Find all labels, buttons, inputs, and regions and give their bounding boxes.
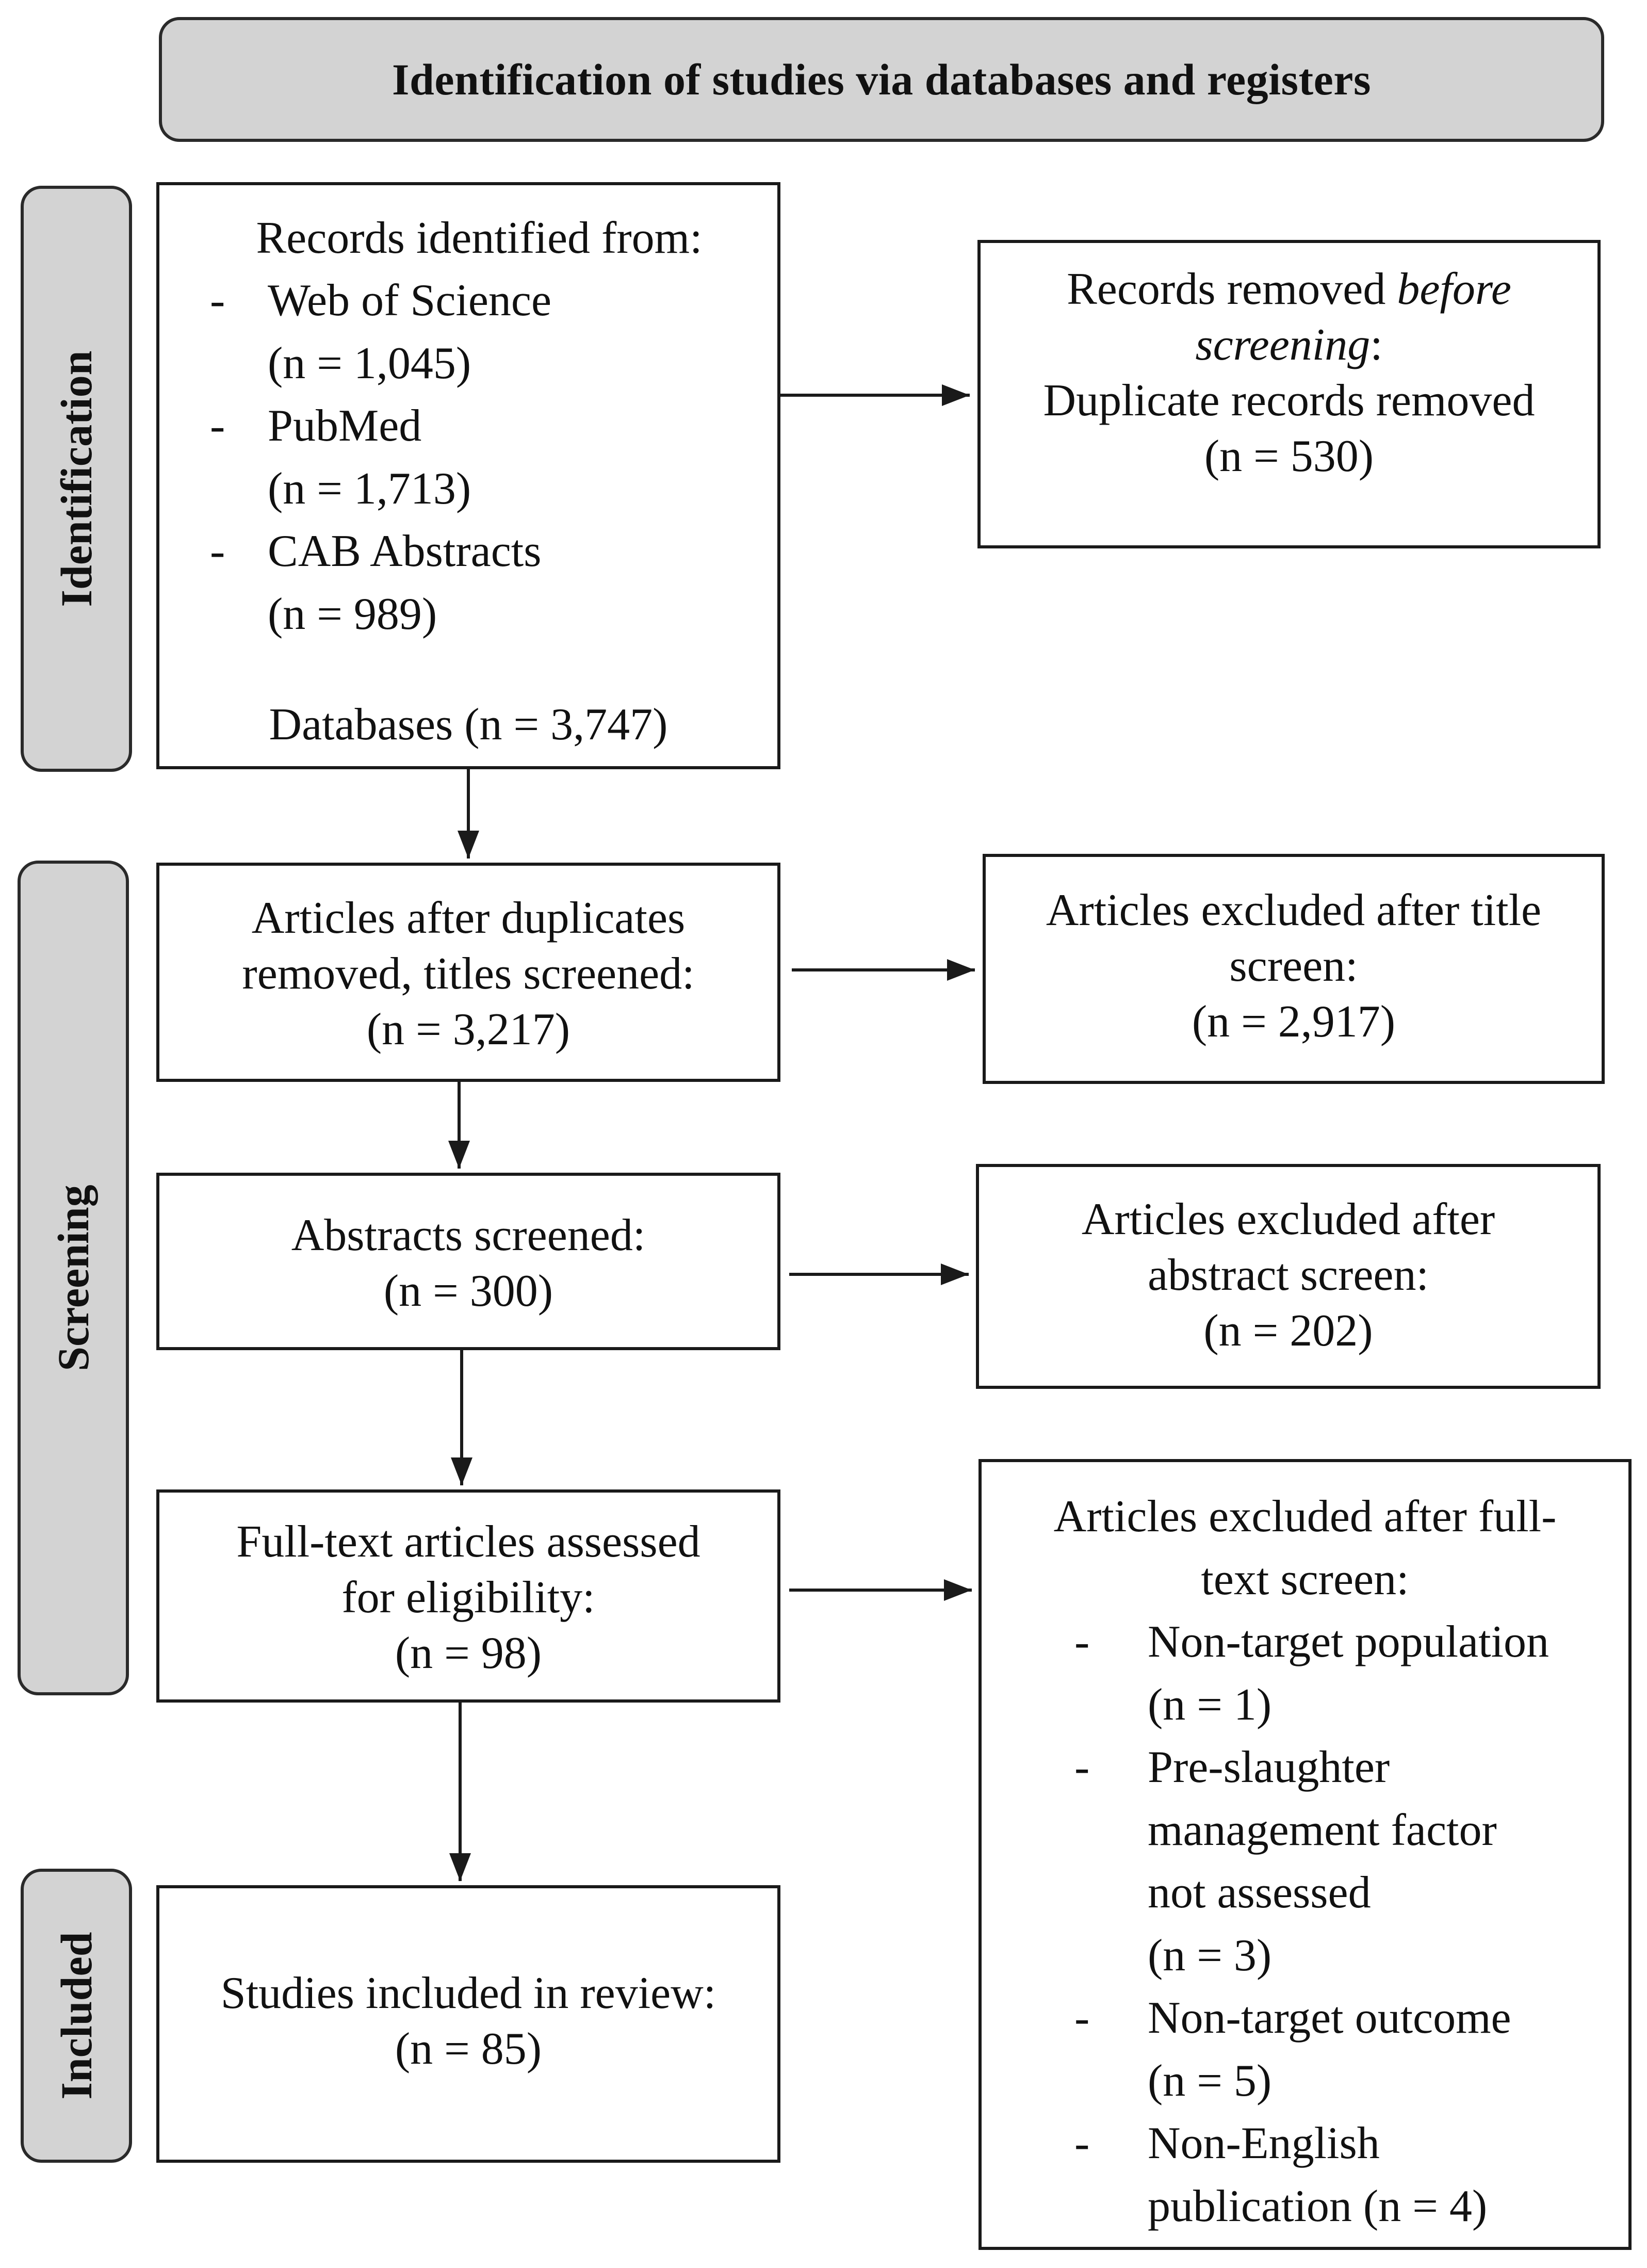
phase-screening: Screening (18, 861, 129, 1695)
reason-pre-slaughter: -Pre-slaughter (1074, 1742, 1390, 1792)
reason-non-english: -Non-English (1074, 2118, 1380, 2168)
abstracts-screened-count: (n = 300) (383, 1266, 553, 1316)
titles-screened-box: Articles after duplicates removed, title… (156, 863, 780, 1082)
records-identified-title: Records identified from: (256, 213, 703, 263)
phase-included: Included (21, 1869, 132, 2163)
source-pubmed: -PubMed (210, 401, 422, 451)
abstracts-screened-box: Abstracts screened: (n = 300) (156, 1173, 780, 1350)
source-pubmed-count: (n = 1,713) (268, 463, 471, 514)
title-excluded-box: Articles excluded after title screen: (n… (983, 854, 1605, 1084)
fulltext-excluded-title-line1: Articles excluded after full- (1053, 1492, 1557, 1542)
records-removed-line2: screening: (1195, 320, 1383, 370)
source-web-of-science-count: (n = 1,045) (268, 338, 471, 388)
source-web-of-science: -Web of Science (210, 276, 551, 326)
title-excluded-line2: screen: (1229, 941, 1358, 991)
fulltext-excluded-title-line2: text screen: (1201, 1554, 1409, 1605)
abstract-excluded-count: (n = 202) (1203, 1306, 1373, 1356)
identification-header: Identification of studies via databases … (159, 17, 1604, 142)
records-identified-box: Records identified from: -Web of Science… (156, 182, 780, 769)
abstracts-screened-line1: Abstracts screened: (291, 1210, 646, 1260)
abstract-excluded-box: Articles excluded after abstract screen:… (976, 1164, 1601, 1389)
title-excluded-count: (n = 2,917) (1192, 997, 1396, 1047)
fulltext-assessed-line1: Full-text articles assessed (236, 1517, 700, 1567)
phase-identification: Identification (21, 186, 132, 772)
titles-screened-line1: Articles after duplicates (251, 893, 686, 943)
source-cab-abstracts-count: (n = 989) (268, 589, 437, 639)
reason-non-target-outcome-count: (n = 5) (1148, 2055, 1272, 2106)
fulltext-assessed-count: (n = 98) (395, 1628, 542, 1678)
records-removed-box: Records removed before screening: Duplic… (977, 240, 1601, 548)
included-box: Studies included in review: (n = 85) (156, 1885, 780, 2163)
reason-non-target-population-count: (n = 1) (1148, 1679, 1272, 1730)
reason-non-target-population: -Non-target population (1074, 1617, 1549, 1667)
titles-screened-count: (n = 3,217) (366, 1005, 570, 1055)
abstract-excluded-line2: abstract screen: (1148, 1250, 1429, 1300)
records-removed-count: (n = 530) (1204, 431, 1374, 481)
fulltext-assessed-line2: for eligibility: (341, 1573, 595, 1623)
fulltext-assessed-box: Full-text articles assessed for eligibil… (156, 1489, 780, 1703)
fulltext-excluded-box: Articles excluded after full- text scree… (979, 1459, 1632, 2250)
titles-screened-line2: removed, titles screened: (242, 949, 695, 999)
title-excluded-line1: Articles excluded after title (1046, 885, 1542, 935)
databases-total: Databases (n = 3,747) (269, 700, 668, 750)
records-removed-line1: Records removed before (1067, 264, 1511, 314)
source-cab-abstracts: -CAB Abstracts (210, 526, 542, 576)
header-label: Identification of studies via databases … (392, 55, 1371, 104)
included-line1: Studies included in review: (220, 1968, 716, 2018)
reason-non-english-line2: publication (n = 4) (1148, 2181, 1488, 2231)
reason-non-target-outcome: -Non-target outcome (1074, 1993, 1511, 2043)
reason-pre-slaughter-line3: not assessed (1148, 1868, 1371, 1918)
reason-pre-slaughter-count: (n = 3) (1148, 1930, 1272, 1981)
reason-pre-slaughter-line2: management factor (1148, 1805, 1497, 1855)
included-count: (n = 85) (395, 2024, 542, 2074)
records-removed-line3: Duplicate records removed (1043, 376, 1535, 426)
abstract-excluded-line1: Articles excluded after (1081, 1194, 1495, 1244)
